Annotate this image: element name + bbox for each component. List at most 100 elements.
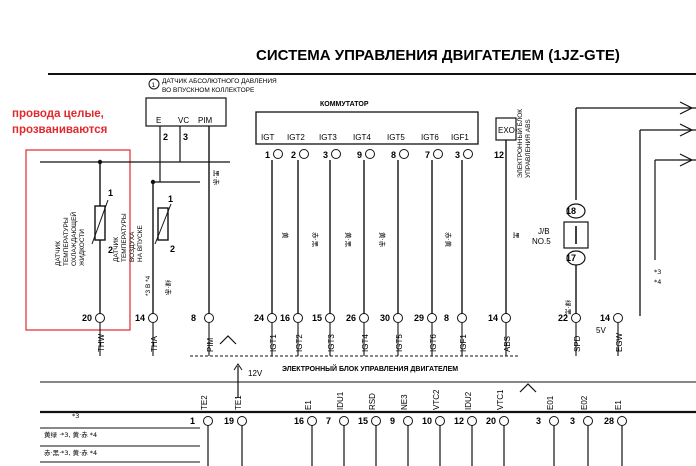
ecu-bottom-pin-circle-2	[237, 416, 247, 426]
intake-label-4: НА ВПУСКЕ	[137, 225, 144, 262]
ecu-bottom-pin-name-wrap-7: VTC2	[432, 389, 441, 410]
ecu-bottom-pin-circle-7	[435, 416, 445, 426]
ecu-bottom-pin-circle-3	[307, 416, 317, 426]
igniter-pin-6: 7	[425, 150, 430, 160]
ecu-top-pin-num-2: 14	[135, 313, 145, 323]
ecu-top-pin-name-wrap-6: IGT3	[327, 334, 336, 352]
ecu-top-pin-circle-5	[293, 313, 303, 323]
annotation-line-2: прозваниваются	[12, 124, 107, 136]
ecu-bottom-pin-name-11: E02	[580, 395, 589, 410]
bottom-note-3: 赤·黑·*3, 黄·赤 *4	[44, 448, 97, 457]
ecu-top-pin-name-4: IGT1	[269, 334, 278, 352]
ecu-top-pin-name-wrap-12: SPD	[573, 335, 582, 352]
ecu-top-pin-name-6: IGT3	[327, 334, 336, 352]
ecu-bottom-pin-circle-11	[583, 416, 593, 426]
ecu-bottom-pin-name-8: IDU2	[464, 391, 473, 410]
intake-label-3: ВОЗДУХА	[129, 231, 136, 262]
intake-note: *3 B *4	[145, 275, 152, 296]
exo-label: EXO	[498, 126, 515, 135]
wire-color-4: 黄·黑	[344, 232, 353, 248]
ecu-bottom-pin-name-wrap-4: IDU1	[336, 391, 345, 410]
ecu-bottom-pin-name-wrap-10: E01	[546, 395, 555, 410]
ecu-top-pin-name-3: PIM	[206, 337, 215, 352]
igniter-terminal-6: IGT6	[421, 133, 439, 142]
wire-color-wrap-7: 黑	[512, 232, 520, 239]
coolant-pin-1: 1	[108, 188, 113, 198]
ecu-top-pin-name-wrap-3: PIM	[206, 337, 215, 352]
ecu-bottom-pin-num-1: 1	[190, 416, 195, 426]
ecu-bottom-pin-circle-4	[339, 416, 349, 426]
arrow-right-icon-3	[679, 153, 694, 167]
ecu-bottom-pin-name-wrap-5: RSD	[368, 393, 377, 410]
ecu-top-pin-name-9: IGT6	[429, 334, 438, 352]
ecu-top-pin-circle-3	[204, 313, 214, 323]
ecu-bottom-pin-name-wrap-2: TE1	[234, 395, 243, 410]
igniter-label: КОММУТАТОР	[320, 101, 369, 108]
ecu-bottom-pin-num-2: 19	[224, 416, 234, 426]
ecu-bottom-pin-num-4: 7	[326, 416, 331, 426]
ecu-top-pin-name-13: EGW	[615, 332, 624, 352]
ecu-bottom-pin-num-3: 16	[294, 416, 304, 426]
ecu-bottom-pin-circle-5	[371, 416, 381, 426]
ecu-top-pin-num-5: 16	[280, 313, 290, 323]
coolant-label-1: ДАТЧИК	[55, 241, 62, 266]
ecu-bottom-pin-num-5: 15	[358, 416, 368, 426]
ecu-top-pin-circle-8	[393, 313, 403, 323]
arrow-right-icon	[679, 101, 694, 115]
ecu-bottom-pin-name-wrap-11: E02	[580, 395, 589, 410]
igniter-connector-2	[299, 149, 309, 159]
ecu-top-pin-num-10: 8	[444, 313, 449, 323]
ecu-bottom-pin-num-10: 3	[536, 416, 541, 426]
jb-number: NO.5	[532, 237, 551, 246]
igniter-terminal-7: IGF1	[451, 133, 469, 142]
ecu-bottom-pin-num-9: 20	[486, 416, 496, 426]
ecu-bottom-pin-name-6: NE3	[400, 394, 409, 410]
ecu-bottom-pin-name-5: RSD	[368, 393, 377, 410]
ecu-top-pin-name-wrap-11: ABS	[503, 336, 512, 352]
ecu-bottom-pin-name-4: IDU1	[336, 391, 345, 410]
ecu-top-pin-name-7: IGT4	[361, 334, 370, 352]
supply-arrow-icon	[233, 363, 243, 371]
ecu-top-pin-num-3: 8	[191, 313, 196, 323]
wire-color-7: 黑	[512, 232, 520, 239]
ecu-top-pin-num-7: 26	[346, 313, 356, 323]
ecu-top-pin-name-8: IGT5	[395, 334, 404, 352]
pim-transistor-icon	[219, 335, 237, 345]
annotation-frame	[25, 149, 131, 331]
intake-air-temp-sensor: 1 2 ДАТЧИК ТЕМПЕРАТУРЫ ВОЗДУХА НА ВПУСКЕ…	[113, 179, 200, 316]
jb-bottom-pin: 17	[566, 253, 576, 263]
ecu-top-pins: 20THW14THA8PIM24IGT116IGT215IGT326IGT430…	[82, 313, 624, 356]
ecu-bottom-pin-num-12: 28	[604, 416, 614, 426]
ecu-top-pin-name-2: THA	[150, 335, 159, 352]
ecu-top-pin-num-4: 24	[254, 313, 264, 323]
coolant-label-2: ТЕМПЕРАТУРЫ	[63, 217, 70, 266]
igniter-terminal-1: IGT	[261, 133, 274, 142]
exo-pin: 12	[494, 150, 504, 160]
wire-color-wrap-5: 黄·赤	[378, 232, 387, 248]
ecu-bottom-pin-num-6: 9	[390, 416, 395, 426]
ecu-bottom-pin-num-7: 10	[422, 416, 432, 426]
wire-color-3: 赤·黑	[311, 232, 319, 248]
ecu-supply: 12V	[248, 369, 263, 378]
engine-ecu: ЭЛЕКТРОННЫЙ БЛОК УПРАВЛЕНИЯ ДВИГАТЕЛЕМ 1…	[40, 326, 696, 414]
jb-top-pin: 18	[566, 206, 576, 216]
transistor-icon	[519, 383, 537, 393]
wire-color-wrap-4: 黄·黑	[344, 232, 353, 248]
map-sensor-label-1: ДАТЧИК АБСОЛЮТНОГО ДАВЛЕНИЯ	[162, 78, 277, 85]
map-pin-num-2: 2	[163, 132, 168, 142]
ecu-top-pin-num-12: 22	[558, 313, 568, 323]
arrow-right-icon-2	[679, 123, 694, 137]
bottom-note-1: *3	[72, 412, 79, 420]
ecu-label: ЭЛЕКТРОННЫЙ БЛОК УПРАВЛЕНИЯ ДВИГАТЕЛЕМ	[282, 364, 458, 373]
wire-color-wrap-2: 黄	[281, 232, 290, 239]
wire-color-labels: 黑·赤黄赤·黑黄·黑黄·赤赤·黄黑绿·赤绿·黑	[164, 170, 573, 316]
ecu-top-pin-circle-11	[501, 313, 511, 323]
coolant-label-4: ЖИДКОСТИ	[79, 229, 86, 266]
ecu-top-pin-circle-1	[95, 313, 105, 323]
ecu-bottom-pin-circle-12	[617, 416, 627, 426]
wire-color-2: 黄	[281, 232, 290, 239]
igniter-terminal-3: IGT3	[319, 133, 337, 142]
igniter-terminal-2: IGT2	[287, 133, 305, 142]
annotation-line-1: провода целые,	[12, 108, 104, 120]
